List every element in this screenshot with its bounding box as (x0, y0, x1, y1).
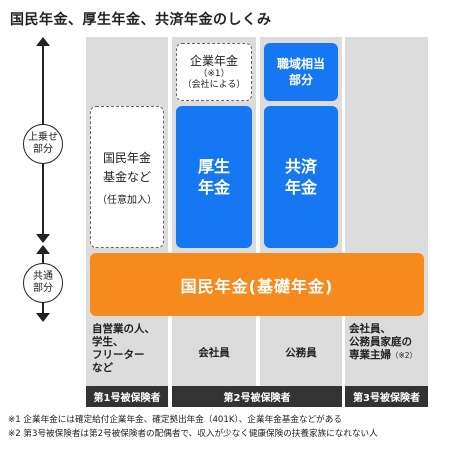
occupation-self-employed: 自営業の人、 学生、 フリーター など (92, 323, 155, 374)
footnote-1: ※1 企業年金には確定給付企業年金、確定拠出年金（401K）、企業年金基金などが… (8, 415, 342, 425)
category-second-insured: 第2号被保険者 (172, 386, 342, 407)
employee-pension-block: 厚生 年金 (176, 106, 252, 248)
axis-label-upper: 上乗せ 部分 (23, 124, 63, 164)
page-title: 国民年金、厚生年金、共済年金のしくみ (10, 12, 272, 28)
footnote-2: ※2 第3号被保険者は第2号被保険者の配偶者で、収入が少なく健康保険の扶養家族に… (8, 429, 378, 439)
axis-arrow-down-icon (36, 313, 50, 322)
occupation-civil-servant: 公務員 (285, 347, 317, 359)
axis-arrow-up-icon (36, 37, 50, 46)
occupation-dependent-spouse: 会社員、 公務員家庭の 専業主婦（※2） (349, 323, 418, 361)
fund-sub-label: （任意加入） (97, 194, 157, 206)
axis-label-common: 共通 部分 (23, 263, 63, 303)
occupation-note: （※2） (391, 351, 418, 360)
axis-arrow-down-icon (36, 234, 50, 243)
corporate-sub-label: （会社による） (182, 79, 246, 90)
national-pension-bar: 国民年金(基礎年金) (90, 253, 424, 316)
category-third-insured: 第3号被保険者 (345, 386, 428, 407)
corporate-main-label: 企業年金 (189, 53, 238, 68)
column-dependent-spouse (345, 37, 428, 407)
corporate-pension-box: 企業年金 （※1） （会社による） (176, 43, 252, 101)
mutual-aid-pension-block: 共済 年金 (264, 106, 338, 248)
fund-main-label: 国民年金 基金など (102, 150, 151, 184)
occupation-company-employee: 会社員 (198, 347, 230, 359)
category-first-insured: 第1号被保険者 (86, 386, 168, 407)
corporate-note-label: （※1） (198, 68, 230, 79)
national-pension-fund-box: 国民年金 基金など （任意加入） (90, 106, 164, 248)
occupational-portion-block: 職域相当 部分 (264, 43, 338, 101)
